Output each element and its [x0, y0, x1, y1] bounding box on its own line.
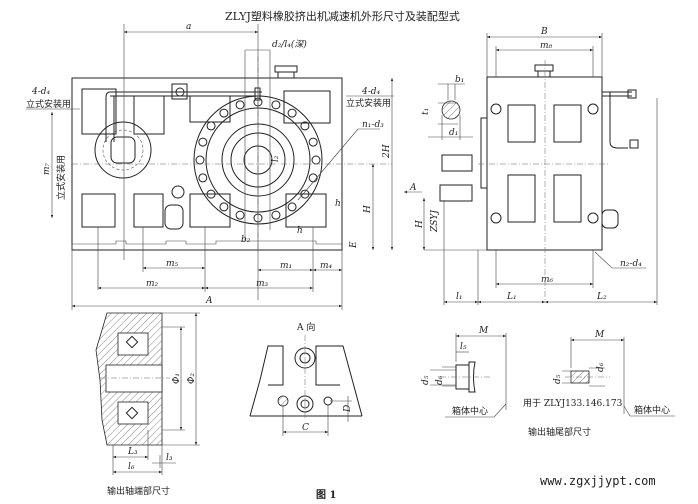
dim-m2: m₂ [146, 279, 159, 289]
note-applies-to: 用于 ZLYJ133.146.173 [523, 398, 623, 409]
label-vertical-mount-left: 立式安装用 [26, 98, 71, 110]
label-box-center-2: 箱体中心 [634, 404, 670, 416]
dim-b2: b₂ [241, 235, 251, 245]
dim-l6: l₆ [128, 462, 135, 472]
dim-d6-2: d₆ [596, 362, 606, 372]
bolt-hole [271, 210, 281, 220]
output-shaft-section: Φ₁ Φ₂ L₃ l₆ l₃ 输出轴端部尺寸 [95, 312, 200, 497]
caption-output-shaft-end: 输出轴端部尺寸 [107, 485, 170, 497]
dim-m3: m₃ [256, 279, 269, 289]
bolt-hole [287, 202, 297, 212]
bolt-hole [235, 210, 245, 220]
dim-B: B [540, 27, 548, 37]
a-direction-view: A 向 C D [249, 321, 363, 436]
dim-l5: l₅ [460, 342, 467, 352]
bolt-hole [308, 173, 318, 183]
label-n1-d3: n₁-d₃ [362, 120, 384, 130]
dim-d5-2: d₅ [553, 374, 563, 384]
dim-d5-1: d₅ [421, 375, 431, 385]
dim-phi2: Φ₂ [187, 373, 197, 384]
dim-A: A [205, 296, 213, 306]
dim-l3: l₃ [166, 453, 173, 463]
bolt-hole [308, 137, 318, 147]
dim-d6-1: d₆ [435, 375, 445, 385]
label-zsyj: ZSYJ [430, 209, 440, 233]
label-a-view: A 向 [296, 321, 315, 333]
dim-l2: l₂ [271, 155, 281, 162]
dim-H: H [363, 205, 373, 214]
dim-d1: d₁ [449, 128, 458, 138]
dim-t1: t₁ [421, 108, 431, 115]
dim-m7: m₇ [42, 162, 52, 175]
drawing-title: ZLYJ塑料橡胶挤出机减速机外形尺寸及装配型式 [225, 9, 460, 23]
label-box-center-1: 箱体中心 [452, 405, 488, 417]
dim-m6: m₆ [541, 275, 554, 285]
dim-d2-l4: d₂/l₄(深) [272, 39, 307, 50]
housing-side-outline [486, 76, 603, 251]
bolt-hole [206, 189, 216, 199]
label-4-d4-right: 4-d₄ [361, 87, 381, 97]
dim-M-1: M [478, 326, 489, 336]
label-vertical-mount: 立式安装用 [55, 155, 67, 200]
bolt-hole [206, 121, 216, 131]
bolt-hole [235, 100, 245, 110]
shaft-section [441, 100, 461, 120]
dim-m8: m₈ [540, 41, 553, 51]
bolt-hole [300, 189, 310, 199]
output-shaft-tail: M l₅ d₅ d₆ 箱体中心 M d₅ d₆ 用于 ZLYJ133.146.1… [421, 326, 675, 438]
dim-E: E [349, 241, 359, 249]
dim-m4: m₄ [320, 261, 333, 271]
label-4-d4-left: 4-d₄ [31, 87, 51, 97]
bolt-hole [195, 155, 205, 165]
dim-l1: l₁ [456, 292, 463, 302]
dim-b1: b₁ [455, 75, 464, 85]
dim-L1: L₁ [506, 292, 517, 302]
side-view: B m₈ b₁ t₁ d₁ A H ZSYJ m₆ n₂-d₄ l₁ L₁ L₂ [404, 27, 658, 305]
front-view: a d₂/l₄(深) 4-d₄ 立式安装用 4-d₄ 立式安装用 n₁-d₃ l… [26, 22, 394, 310]
dim-m5: m₅ [166, 259, 179, 269]
bolt-hole [271, 100, 281, 110]
figure-label: 图 1 [316, 489, 336, 501]
dim-M-2: M [594, 330, 605, 340]
dim-C: C [302, 423, 309, 433]
bolt-hole [219, 202, 229, 212]
label-n2-d4: n₂-d₄ [620, 259, 642, 269]
dim-L2: L₂ [596, 292, 607, 302]
caption-output-shaft-tail: 输出轴尾部尺寸 [528, 426, 591, 438]
bolt-hole [300, 121, 310, 131]
bolt-hole [219, 108, 229, 118]
bolt-hole [311, 155, 321, 165]
dim-h-1: h [335, 199, 341, 209]
bolt-hole [198, 173, 208, 183]
bolt-hole [198, 137, 208, 147]
dim-2H: 2H [382, 144, 392, 159]
dim-phi1: Φ₁ [172, 373, 182, 384]
dim-L3: L₃ [127, 447, 138, 457]
bolt-hole [287, 108, 297, 118]
dim-a: a [186, 22, 191, 32]
dim-m1: m₁ [280, 261, 292, 271]
dim-D: D [343, 405, 353, 413]
watermark: www.zgxjjypt.com [540, 474, 656, 488]
dim-H-side: H [415, 220, 425, 229]
arrow-A: A [409, 183, 417, 193]
dim-h-2: h [297, 226, 303, 236]
label-vertical-mount-right: 立式安装用 [346, 97, 391, 109]
